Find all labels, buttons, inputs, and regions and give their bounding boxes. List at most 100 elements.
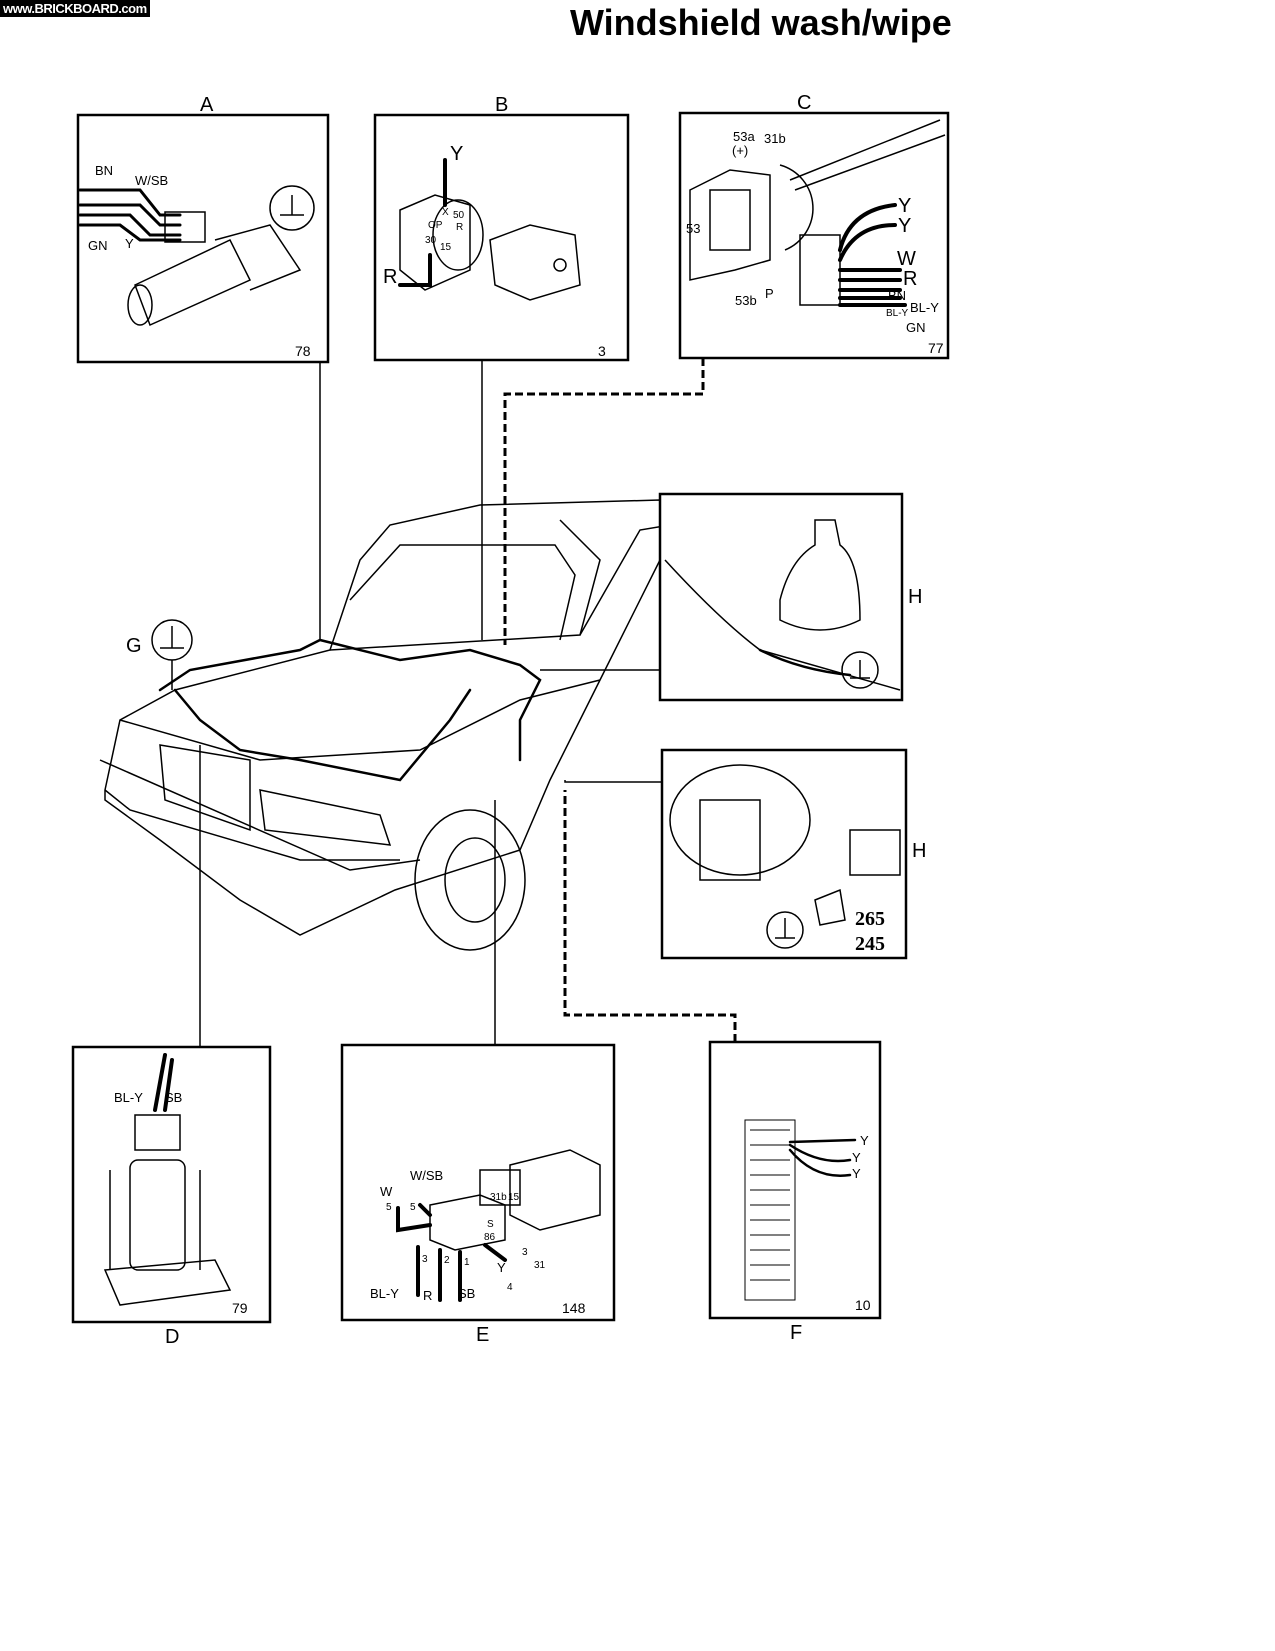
panel-h-upper-letter: H (908, 586, 922, 608)
leader-lines (199, 358, 737, 1047)
terminal-label: 5 (386, 1202, 392, 1213)
terminal-label: 53a (733, 129, 755, 144)
wire-label: Y (852, 1150, 861, 1165)
ground-symbol-a (269, 185, 315, 231)
switch-body (489, 224, 581, 301)
wiper-motor (134, 239, 252, 327)
leader-f-dashed (563, 790, 737, 1042)
wire-label: R (903, 268, 917, 290)
page-title: Windshield wash/wipe (570, 2, 952, 43)
interval-relay (509, 1149, 601, 1231)
wire-label: Y (898, 195, 911, 217)
wire-label: SB (458, 1286, 475, 1301)
terminal-label: 3 (422, 1254, 428, 1265)
wire-label: BL-Y (370, 1286, 399, 1301)
terminal-label: 3 (522, 1247, 528, 1258)
terminal-label: 31b (764, 131, 786, 146)
panel-h-upper: H (658, 492, 922, 702)
relay-connector (429, 1194, 506, 1251)
pedal (814, 888, 846, 926)
wire-label: W (897, 248, 916, 270)
panel-a: A 78 BN W/SB GN Y (76, 94, 330, 364)
terminal-label: 86 (484, 1232, 496, 1243)
terminal-label: 31 (534, 1260, 546, 1271)
panel-e: E 148 W W/SB 5 5 31b 15 S 86 3 31 3 2 1 … (340, 1043, 616, 1346)
terminal-label: 50 (453, 210, 465, 221)
ground-symbol-h1 (841, 651, 879, 689)
terminal-label: 53 (686, 221, 700, 236)
panel-e-number: 148 (562, 1300, 586, 1316)
watermark-logo: www.BRICKBOARD.com (0, 0, 150, 17)
terminal-label: 1 (464, 1257, 470, 1268)
front-wheel (414, 809, 526, 951)
panel-b-number: 3 (598, 343, 606, 359)
panel-d-letter: D (165, 1326, 179, 1348)
model-number-265: 265 (855, 908, 885, 930)
terminal-label: 53b (735, 293, 757, 308)
wire-label: Y (125, 236, 134, 251)
wiper-switch (399, 194, 471, 291)
wire-label: R (423, 1288, 432, 1303)
wire-label: Y (898, 215, 911, 237)
panel-f: F 10 Y Y Y (708, 1040, 882, 1344)
wire-label: GN (906, 320, 926, 335)
ground-symbol-h2 (766, 911, 804, 949)
stalk (789, 119, 946, 191)
terminal-label: 31b (490, 1192, 507, 1203)
panel-d-number: 79 (232, 1300, 248, 1316)
terminal-label: 2 (444, 1255, 450, 1266)
panel-b-letter: B (495, 94, 508, 116)
washer-pump (129, 1159, 186, 1271)
gear-boot (779, 519, 861, 631)
terminal-label: P (765, 286, 774, 301)
terminal-label: 5 (410, 1202, 416, 1213)
wire-label: Y (497, 1260, 506, 1275)
terminal-label: OP (428, 220, 443, 231)
wire-label: GN (88, 238, 108, 253)
panel-g-letter: G (126, 635, 142, 657)
ground-point-g: G (126, 619, 193, 690)
pump-connector (134, 1114, 181, 1151)
panel-f-letter: F (790, 1322, 802, 1344)
steering-wheel (669, 764, 811, 876)
wire-label: BN (95, 163, 113, 178)
panel-b: B 3 Y R X 50 OP R 30 15 (373, 94, 630, 362)
grille (159, 744, 251, 832)
relay (689, 169, 771, 281)
wire-label: BL-Y (114, 1090, 143, 1105)
wire-label: Y (852, 1166, 861, 1181)
wire-label: BL-Y (910, 300, 939, 315)
panel-e-letter: E (476, 1324, 489, 1346)
panel-c-letter: C (797, 92, 811, 114)
headlight (259, 789, 392, 846)
wire-label: W/SB (410, 1168, 443, 1183)
wire-label: BN (888, 288, 906, 303)
terminal-label: 15 (508, 1192, 520, 1203)
panel-a-letter: A (200, 94, 214, 116)
terminal-label: 4 (507, 1282, 513, 1293)
panel-h-lower-letter: H (912, 840, 926, 862)
connector (164, 211, 206, 243)
panel-h-lower: H 265 245 (660, 748, 926, 960)
wire-label: SB (165, 1090, 182, 1105)
terminal-label: (+) (732, 143, 748, 158)
wire-label: Y (860, 1133, 869, 1148)
wire-label: W (380, 1184, 393, 1199)
terminal-label: R (456, 222, 463, 233)
wire-label: W/SB (135, 173, 168, 188)
wire-label: Y (450, 143, 463, 165)
panel-f-number: 10 (855, 1297, 871, 1313)
wire-label: BL-Y (886, 308, 909, 319)
panel-c: C 77 53a (+) 31b 53 53b P Y Y W R BN BL-… (678, 92, 950, 360)
model-number-245: 245 (855, 933, 885, 955)
panel-d: D 79 BL-Y SB (71, 1045, 272, 1348)
leader-c-dashed (503, 358, 705, 645)
wire-label: R (383, 266, 397, 288)
terminal-label: 15 (440, 242, 452, 253)
terminal-label: X (442, 207, 449, 218)
panel-c-number: 77 (928, 340, 944, 356)
terminal-label: 30 (425, 235, 437, 246)
terminal-label: S (487, 1219, 494, 1230)
fuse-box (744, 1119, 796, 1301)
